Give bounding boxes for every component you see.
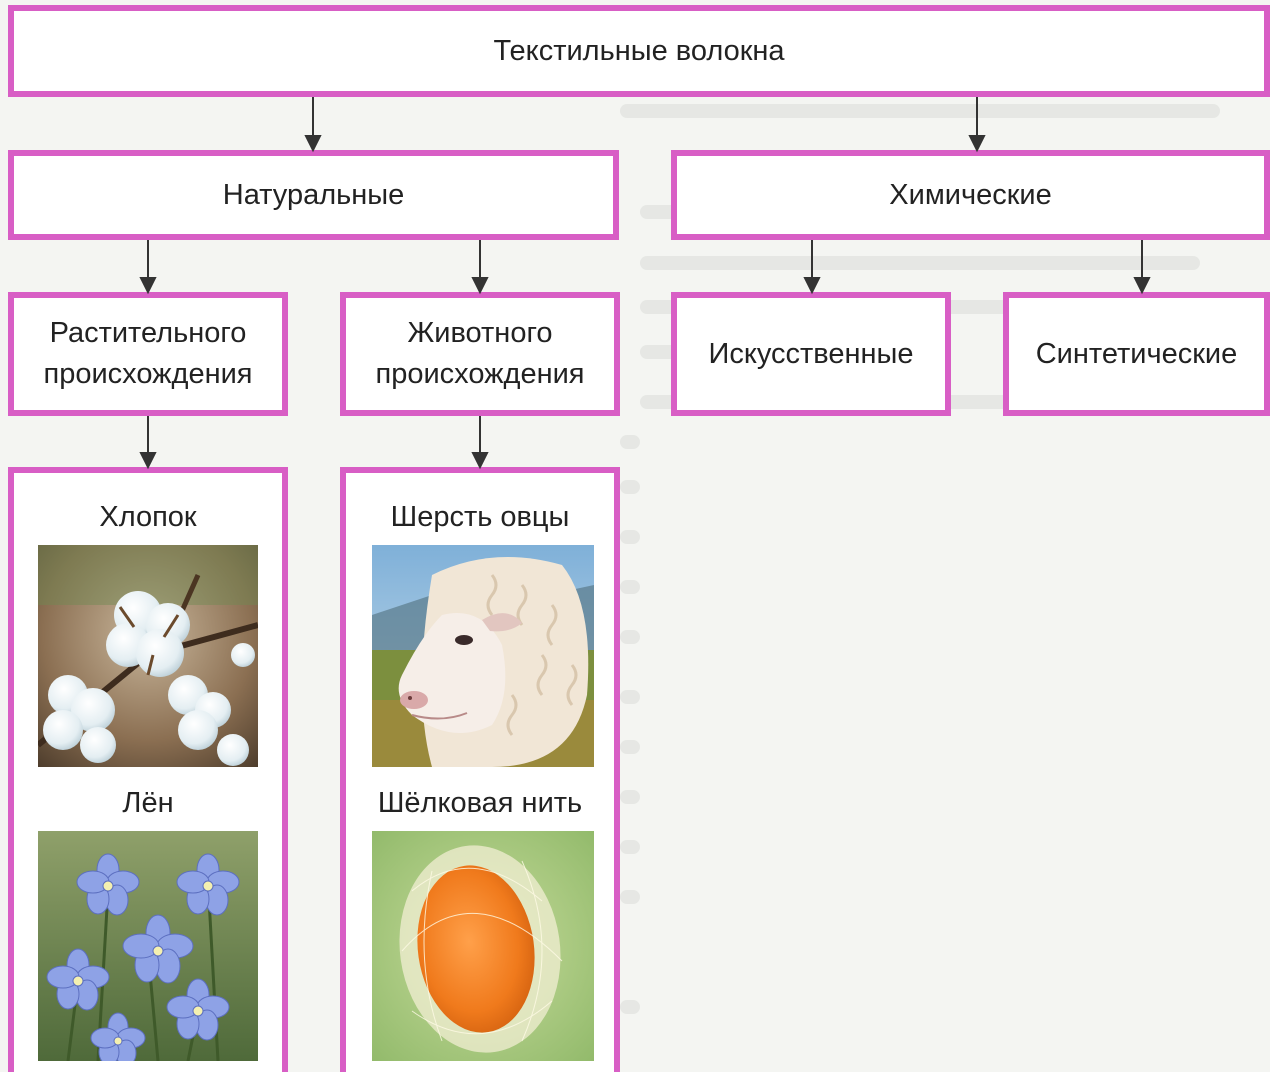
silk-cocoon-image bbox=[372, 831, 594, 1061]
flax-flowers-image bbox=[38, 831, 258, 1061]
example-wool-label: Шерсть овцы bbox=[390, 501, 570, 533]
cotton-photo bbox=[38, 545, 258, 767]
example-flax-label: Лён bbox=[122, 787, 174, 819]
node-synthetic-label: Синтетические bbox=[1035, 337, 1238, 370]
example-cotton-label: Хлопок bbox=[99, 501, 197, 533]
node-plant-origin-label: Растительного происхождения bbox=[43, 317, 253, 390]
node-textile-fibers-label: Текстильные волокна bbox=[493, 34, 785, 67]
arrow-animal-to-examples bbox=[471, 416, 489, 470]
flax-photo bbox=[38, 831, 258, 1061]
node-natural-label: Натуральные bbox=[222, 178, 405, 211]
arrow-natural-to-animal bbox=[471, 240, 489, 295]
node-plant-origin: Растительного происхождения bbox=[8, 292, 288, 416]
sheep-photo bbox=[372, 545, 594, 767]
node-chemical-label: Химические bbox=[889, 178, 1052, 211]
cotton-boll-image bbox=[38, 545, 258, 767]
arrow-plant-to-examples bbox=[139, 416, 157, 470]
node-chemical: Химические bbox=[671, 150, 1270, 240]
arrow-root-to-natural bbox=[304, 97, 322, 153]
sheep-image bbox=[372, 545, 594, 767]
node-synthetic: Синтетические bbox=[1003, 292, 1270, 416]
node-natural: Натуральные bbox=[8, 150, 619, 240]
node-animal-origin: Животного происхождения bbox=[340, 292, 620, 416]
animal-examples-panel: Шерсть овцы bbox=[340, 467, 620, 1072]
plant-examples-panel: Хлопок bbox=[8, 467, 288, 1072]
arrow-natural-to-plant bbox=[139, 240, 157, 295]
node-artificial: Искусственные bbox=[671, 292, 951, 416]
example-silk-label: Шёлковая нить bbox=[377, 787, 583, 819]
node-animal-origin-label: Животного происхождения bbox=[375, 317, 585, 390]
silk-photo bbox=[372, 831, 594, 1061]
node-textile-fibers: Текстильные волокна bbox=[8, 5, 1270, 97]
node-artificial-label: Искусственные bbox=[708, 337, 914, 370]
